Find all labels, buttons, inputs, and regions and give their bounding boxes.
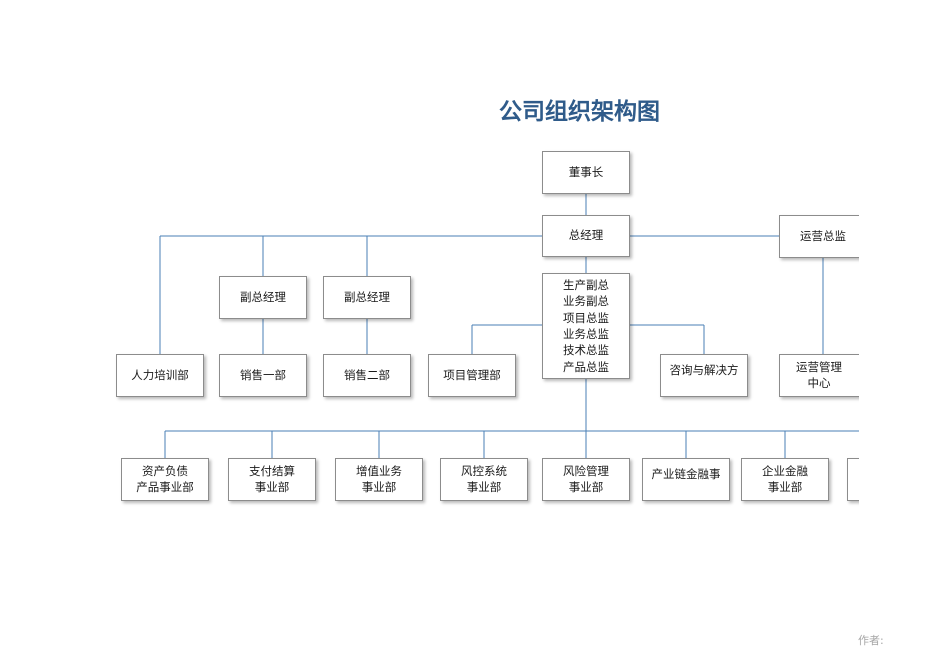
node-chairman: 董事长 — [542, 151, 630, 194]
node-sales-2-label: 销售二部 — [344, 367, 390, 382]
node-division: 增值业务 事业部 — [335, 458, 423, 501]
node-operations-center-label: 运营管理 中心 — [796, 359, 854, 390]
division-line: 事业部 — [767, 479, 803, 494]
division-line: 事业部 — [568, 479, 604, 494]
division-line: 资产负债 — [142, 463, 188, 478]
node-directors: 生产副总 业务副总 项目总监 业务总监 技术总监 产品总监 — [542, 273, 630, 379]
node-consulting-label: 咨询与解决方 — [669, 363, 739, 377]
division-line: 增值业务 — [356, 463, 402, 478]
org-chart: 董事长 总经理 运营总监 副总经理 副总经理 生产副总 业务副总 项目总监 业务… — [116, 151, 859, 501]
director-title: 项目总监 — [563, 310, 609, 325]
node-hr-training-label: 人力培训部 — [131, 367, 189, 382]
node-project-management-label: 项目管理部 — [443, 367, 501, 382]
director-title: 技术总监 — [563, 343, 609, 358]
division-line: 产品事业部 — [136, 479, 194, 494]
node-vice-gm-2-label: 副总经理 — [344, 289, 390, 304]
node-vice-gm-1: 副总经理 — [219, 276, 307, 319]
division-line: 产业链金融事 — [651, 467, 721, 481]
node-general-manager: 总经理 — [542, 215, 630, 257]
node-sales-1: 销售一部 — [219, 354, 307, 397]
node-sales-2: 销售二部 — [323, 354, 411, 397]
node-vice-gm-2: 副总经理 — [323, 276, 411, 319]
node-division — [847, 458, 859, 501]
division-line: 风险管理 — [563, 463, 609, 478]
director-title: 业务总监 — [563, 327, 609, 341]
director-title: 业务副总 — [563, 294, 609, 309]
node-division: 企业金融 事业部 — [741, 458, 829, 501]
division-line: 事业部 — [254, 479, 290, 494]
node-sales-1-label: 销售一部 — [240, 367, 286, 382]
node-chairman-label: 董事长 — [568, 164, 604, 179]
node-division: 支付结算 事业部 — [228, 458, 316, 501]
node-operations-director: 运营总监 — [779, 215, 859, 258]
connector-lines — [159, 194, 859, 458]
division-line: 事业部 — [466, 479, 502, 494]
node-operations-center: 运营管理 中心 — [779, 354, 859, 397]
division-line: 事业部 — [361, 479, 397, 494]
node-division: 风控系统 事业部 — [440, 458, 528, 501]
node-division: 风险管理 事业部 — [542, 458, 630, 501]
node-hr-training: 人力培训部 — [116, 354, 204, 397]
node-consulting: 咨询与解决方 — [660, 354, 748, 397]
division-line: 企业金融 — [762, 463, 808, 478]
director-title: 生产副总 — [563, 278, 609, 293]
node-division: 资产负债 产品事业部 — [121, 458, 209, 501]
node-division: 产业链金融事 — [642, 458, 730, 501]
node-vice-gm-1-label: 副总经理 — [240, 289, 286, 304]
director-title: 产品总监 — [563, 359, 609, 374]
node-operations-director-label: 运营总监 — [800, 228, 846, 243]
page-title: 公司组织架构图 — [499, 99, 660, 125]
node-project-management: 项目管理部 — [428, 354, 516, 397]
division-line: 支付结算 — [249, 463, 295, 478]
node-general-manager-label: 总经理 — [568, 228, 604, 243]
author-label: 作者: — [858, 634, 884, 647]
division-line: 风控系统 — [461, 463, 507, 478]
